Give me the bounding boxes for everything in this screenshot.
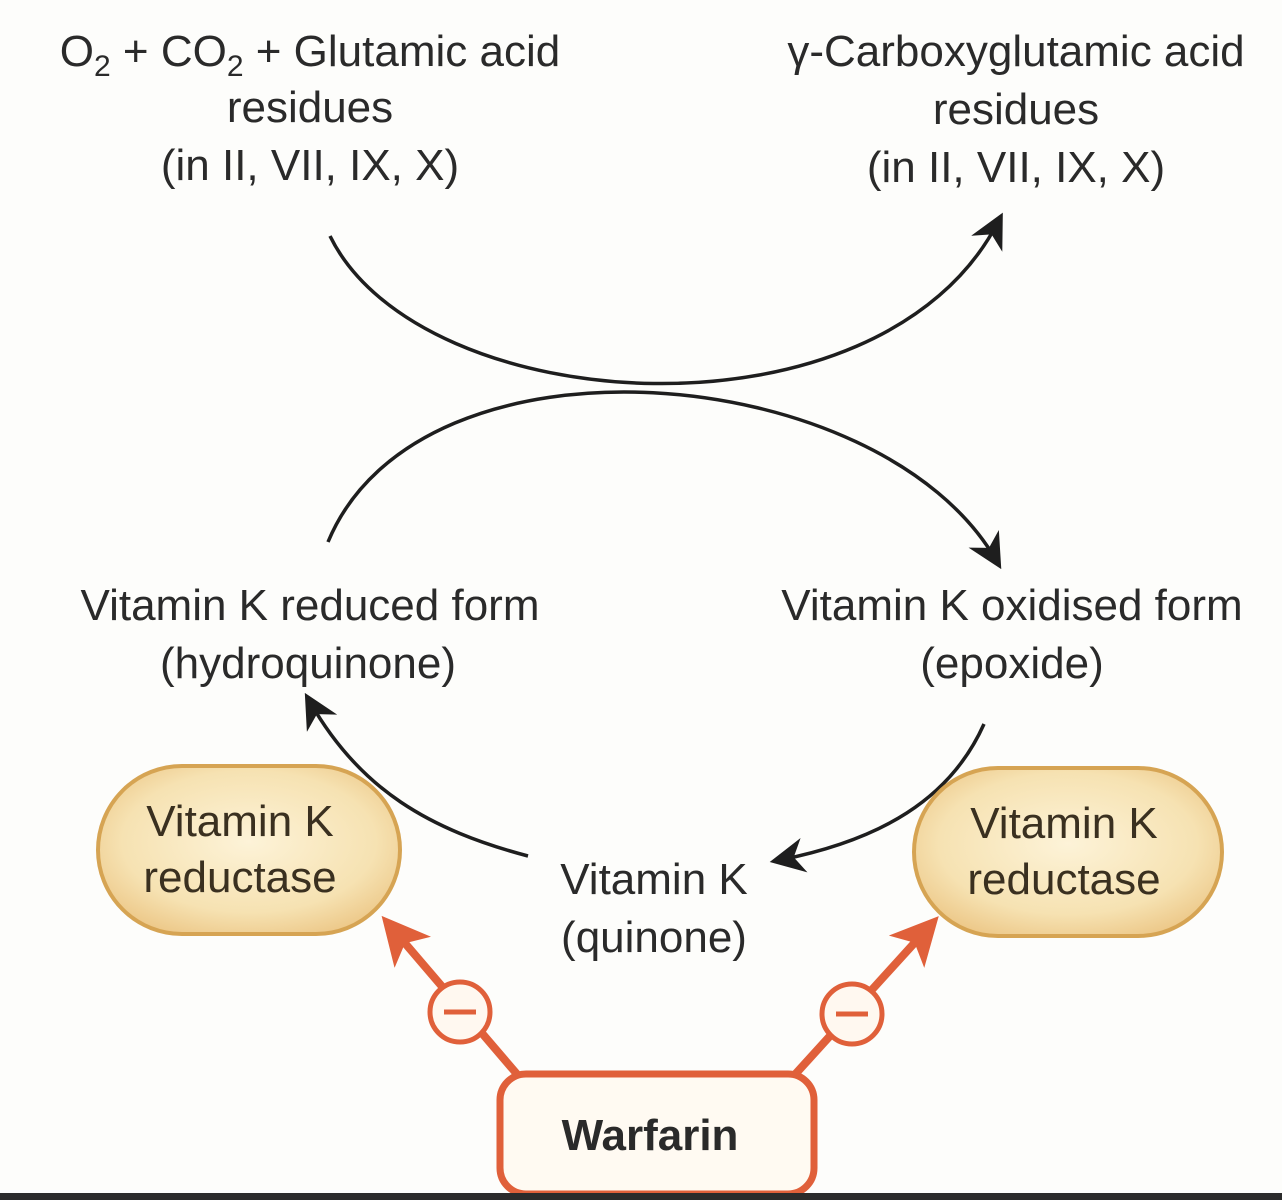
inhibition-symbol-left xyxy=(427,979,493,1045)
enzyme-right-line1: Vitamin K xyxy=(970,799,1158,848)
quinone-line2: (quinone) xyxy=(561,913,747,962)
epoxide-to-quinone-arrow xyxy=(769,723,986,873)
enzyme-right-line2: reductase xyxy=(967,855,1160,904)
products-line1: γ-Carboxyglutamic acid xyxy=(787,27,1244,76)
bottom-border xyxy=(0,1193,1282,1200)
carboxylation-arrow xyxy=(328,212,1003,386)
warfarin-box: Warfarin xyxy=(496,1070,818,1198)
reduced-form-line1: Vitamin K reduced form xyxy=(81,581,540,630)
oxidised-form-line1: Vitamin K oxidised form xyxy=(781,581,1242,630)
enzyme-left-line2: reductase xyxy=(143,853,336,902)
products-line3: (in II, VII, IX, X) xyxy=(867,143,1165,192)
vitamin-k-reductase-right: Vitamin K reductase xyxy=(912,766,1224,938)
quinone-to-hydroquinone-arrow xyxy=(304,692,529,858)
vitamin-k-reductase-left: Vitamin K reductase xyxy=(96,764,402,936)
enzyme-left-line1: Vitamin K xyxy=(146,797,334,846)
reduced-form-line2: (hydroquinone) xyxy=(160,639,456,688)
oxidised-form-line2: (epoxide) xyxy=(920,639,1103,688)
warfarin-label: Warfarin xyxy=(562,1111,739,1160)
oxidation-arrow xyxy=(326,390,1002,570)
reactants-line3: (in II, VII, IX, X) xyxy=(161,141,459,190)
products-line2: residues xyxy=(933,85,1099,134)
quinone-line1: Vitamin K xyxy=(560,855,748,904)
reactants-line1: O2 + CO2 + Glutamic acid xyxy=(60,27,560,83)
inhibition-symbol-right xyxy=(819,981,885,1047)
reactants-line2: residues xyxy=(227,83,393,132)
